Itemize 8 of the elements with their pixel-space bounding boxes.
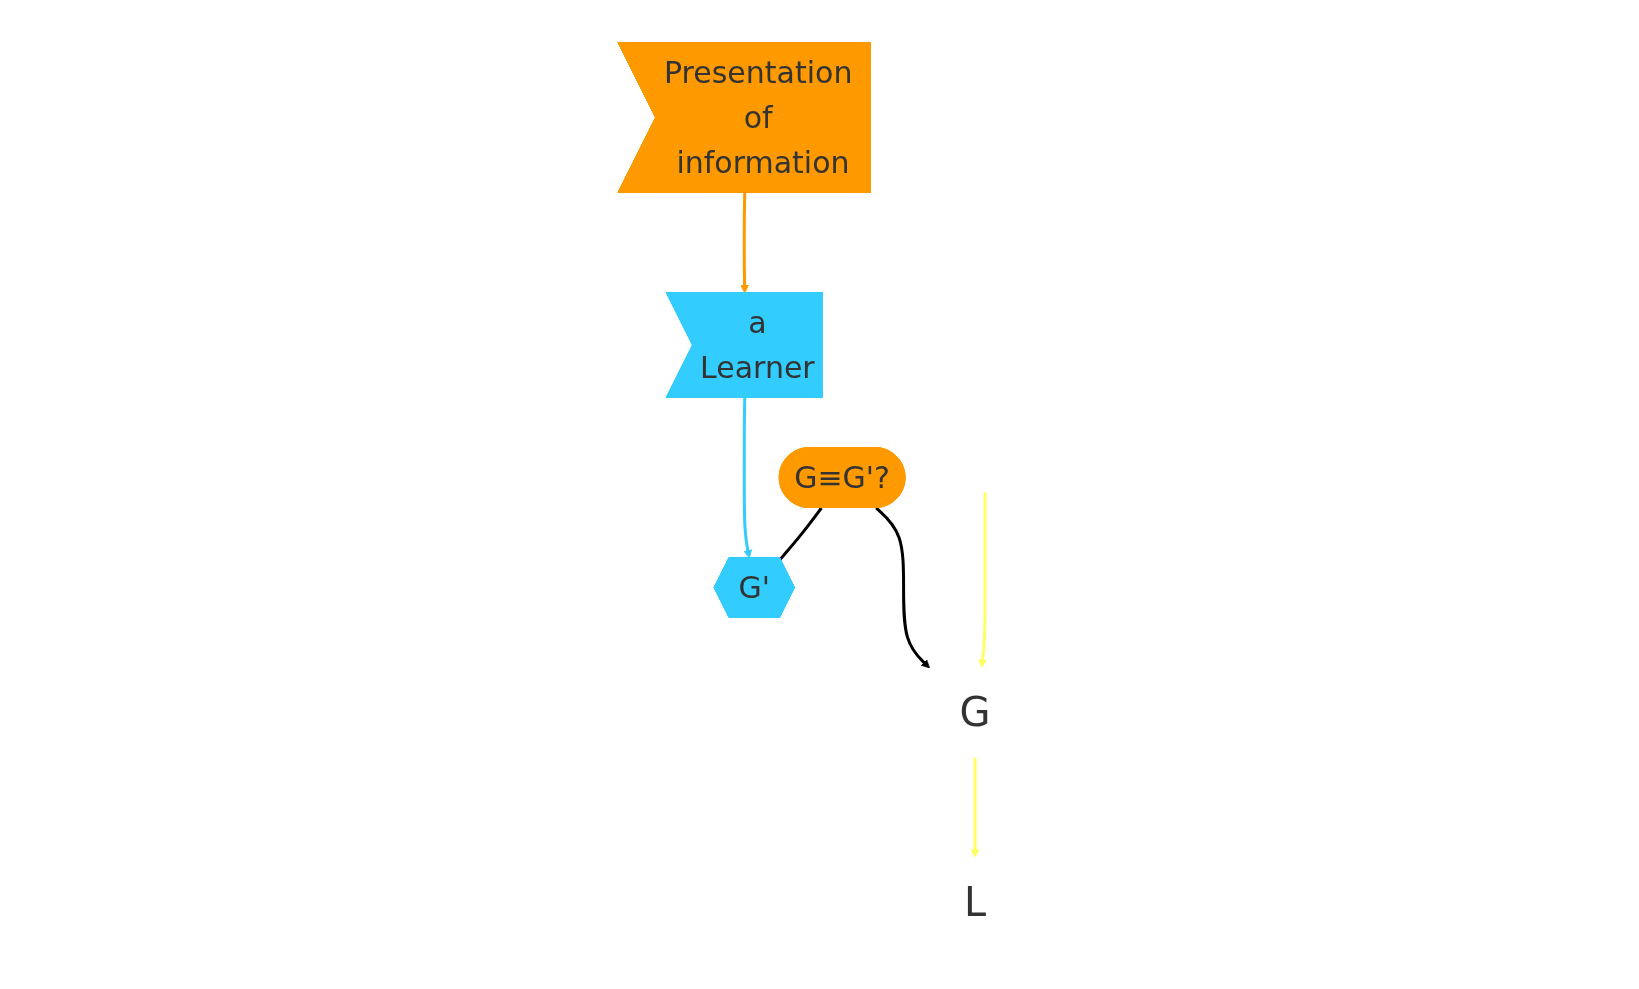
arrow	[875, 506, 931, 668]
arrow	[978, 492, 988, 668]
connector	[779, 506, 823, 560]
arrow	[740, 192, 750, 293]
arrow	[970, 757, 980, 858]
node-text: L	[964, 879, 987, 925]
arrow	[743, 397, 753, 558]
node-text: G	[959, 689, 991, 735]
